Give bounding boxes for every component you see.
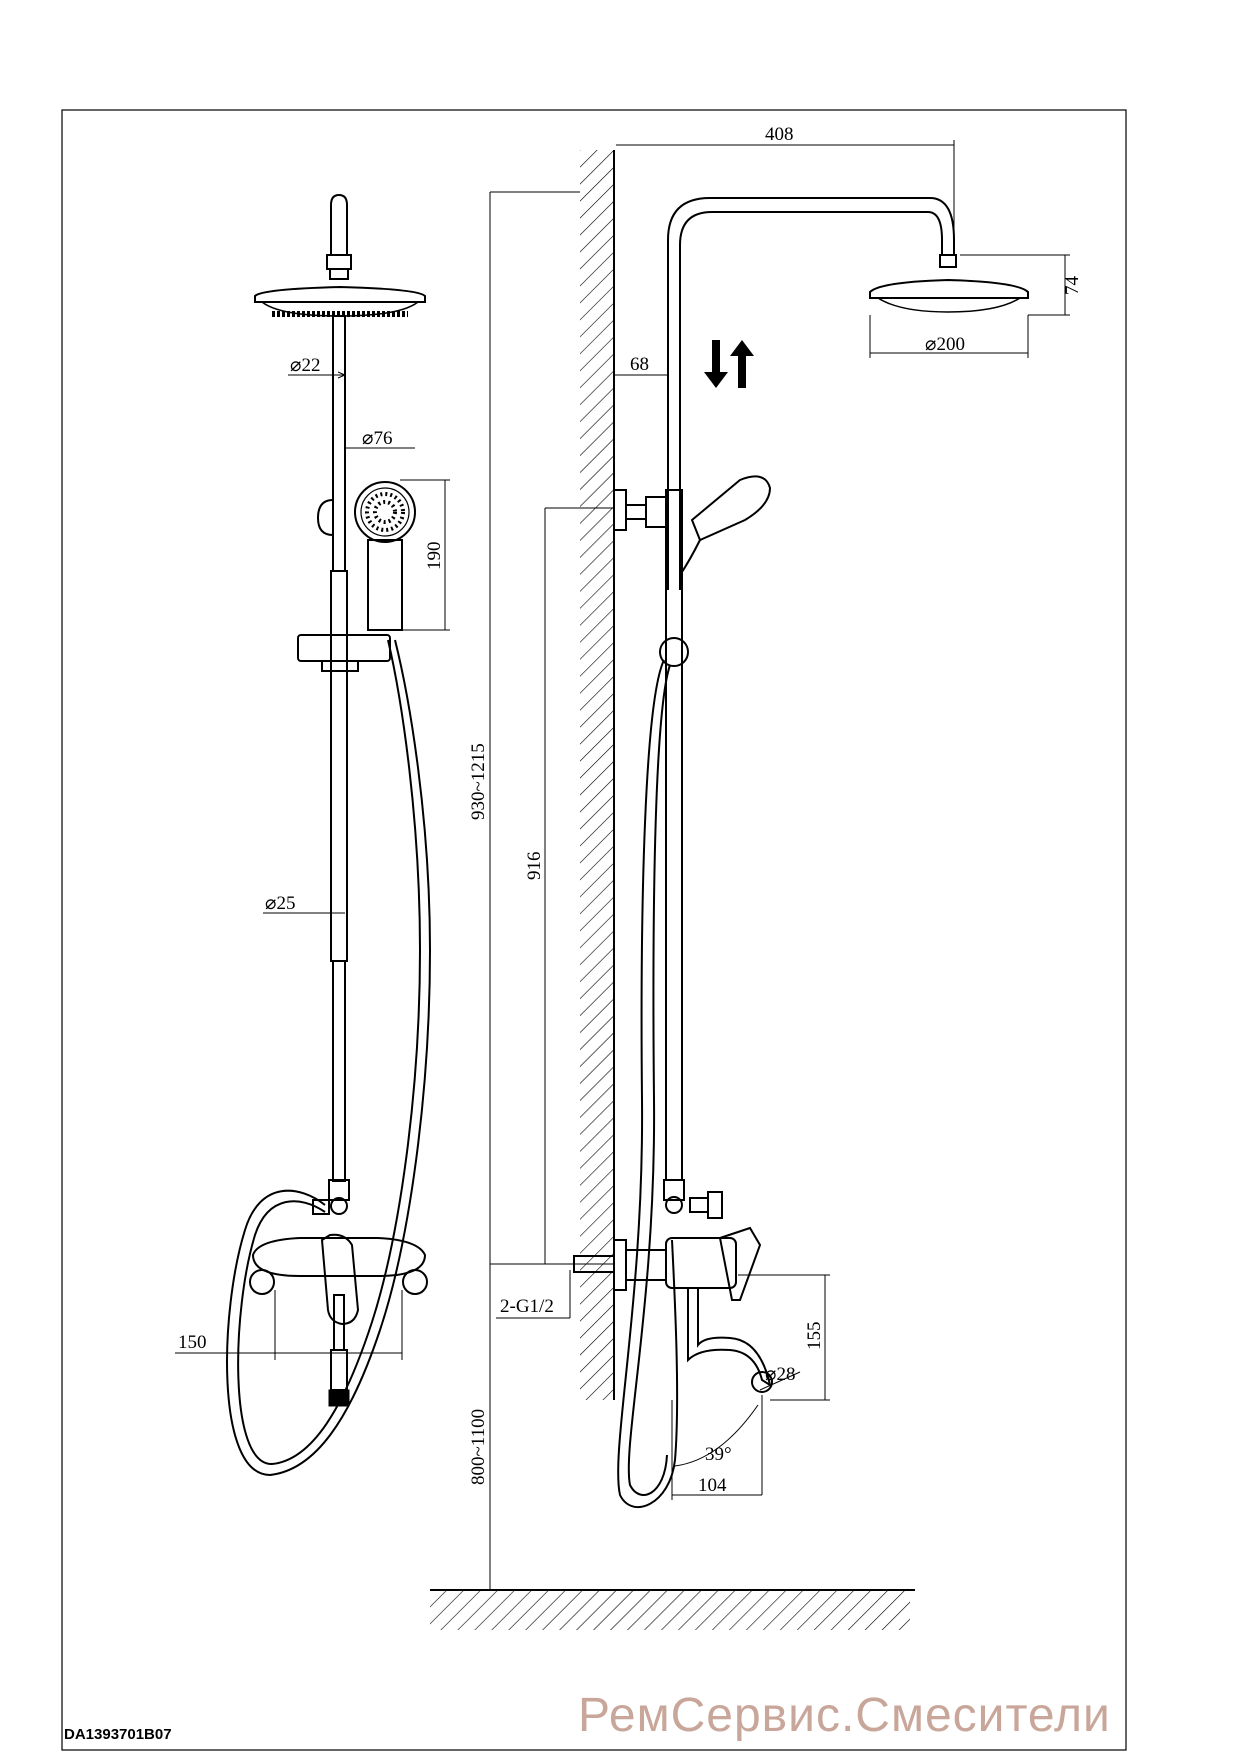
drawing-code: DA1393701B07 xyxy=(64,1726,172,1743)
shower-hose-side xyxy=(617,659,679,1508)
dim-arm-reach: 408 xyxy=(765,124,794,145)
side-view: 408 74 ⌀200 68 930~1215 916 2-G1/2 155 ⌀… xyxy=(430,124,1083,1630)
rain-head-side xyxy=(869,278,1029,299)
dim-bar-diameter: ⌀25 xyxy=(265,893,295,914)
dim-spout-height: 155 xyxy=(804,1322,825,1351)
shower-arm xyxy=(667,197,955,590)
dim-mount-height-range: 800~1100 xyxy=(468,1409,489,1485)
dim-inlet-to-bracket: 916 xyxy=(524,852,545,881)
upper-riser xyxy=(332,315,346,572)
flow-arrow-down xyxy=(704,340,728,388)
dim-hand-shower-length: 190 xyxy=(424,542,445,571)
watermark: РемСервис.Смесители xyxy=(578,1689,1111,1742)
riser-side xyxy=(665,489,683,1181)
hand-shower-handle xyxy=(367,539,403,631)
front-view: ⌀22 ⌀76 190 ⌀25 150 xyxy=(175,193,450,1477)
floor-hatch xyxy=(430,1590,910,1630)
dim-total-height-range: 930~1215 xyxy=(468,743,489,820)
shower-hose-front xyxy=(226,639,432,1477)
wall-hatch xyxy=(580,150,614,1400)
spout-front xyxy=(330,1349,348,1391)
dim-wall-offset: 68 xyxy=(630,354,649,375)
slider-holder xyxy=(297,634,391,662)
dim-inlet-thread: 2-G1/2 xyxy=(500,1296,554,1317)
mixer-body-front xyxy=(251,1237,427,1277)
rain-shower-head xyxy=(254,285,426,303)
top-hook xyxy=(330,193,348,256)
dim-spout-reach: 104 xyxy=(698,1475,727,1496)
wall-bracket-front xyxy=(316,499,334,536)
flow-arrow-up xyxy=(730,340,754,388)
mixer-body-side xyxy=(665,1237,737,1289)
dim-mixer-width: 150 xyxy=(178,1332,207,1353)
dim-head-height: 74 xyxy=(1062,276,1083,296)
wall-eccentric xyxy=(613,1239,627,1291)
drawing-frame xyxy=(61,109,1127,1751)
spout-side xyxy=(687,1288,772,1388)
dim-hand-shower-diameter: ⌀76 xyxy=(362,428,392,449)
slide-bar xyxy=(330,570,348,962)
mixer-lever-front xyxy=(320,1233,360,1326)
dim-head-diameter: ⌀200 xyxy=(925,334,965,355)
mixer-lever-side xyxy=(718,1226,762,1301)
hand-shower-face xyxy=(354,481,416,543)
dim-riser-diameter: ⌀22 xyxy=(290,355,320,376)
hand-shower-side xyxy=(690,475,772,542)
dim-spout-diameter: ⌀28 xyxy=(765,1364,795,1385)
dim-spout-angle: 39° xyxy=(705,1444,732,1465)
